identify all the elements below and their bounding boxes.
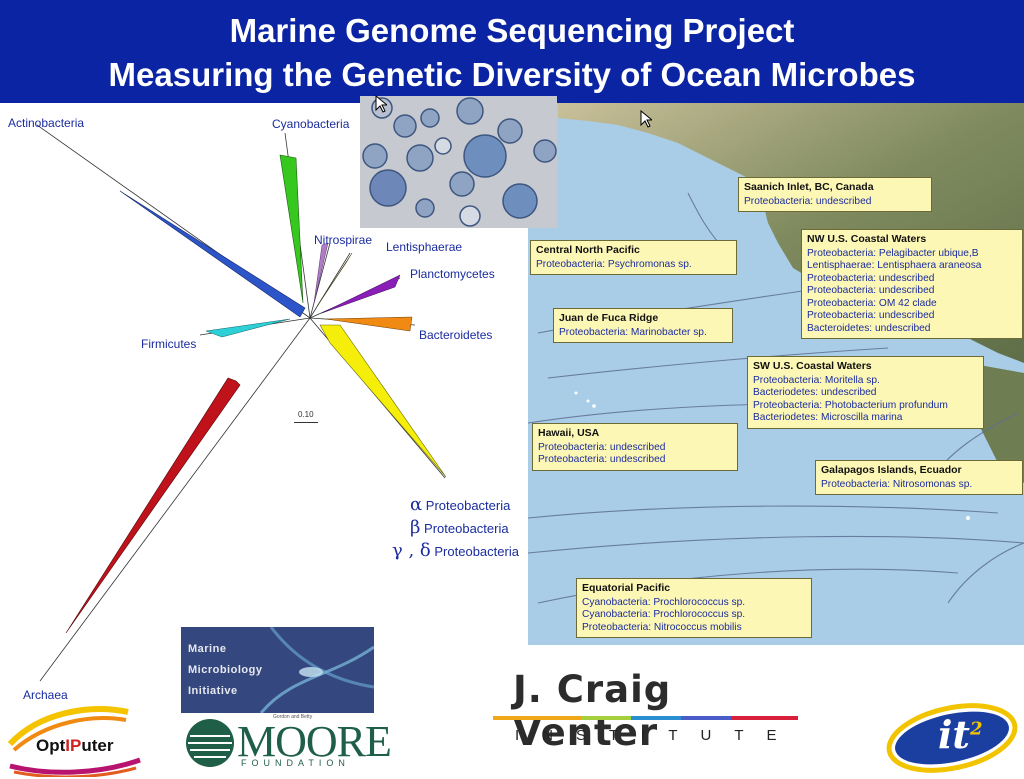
label-actinobacteria: Actinobacteria [8,116,85,130]
callout-galapagos: Galapagos Islands, Ecuador Proteobacteri… [815,460,1023,495]
label-gamma-delta-proteobacteria: γ , δ Proteobacteria [392,540,519,561]
scale-bar [294,422,318,423]
title-banner: Marine Genome Sequencing Project Measuri… [0,0,1024,103]
cursor-icon-2 [640,110,652,128]
it2-wordmark: it2 [938,712,983,757]
it2-logo: it2 [882,698,1022,774]
dna-helix-graphic [181,627,374,713]
clade-cyanobacteria [279,154,304,304]
callout-saanich-inlet: Saanich Inlet, BC, Canada Proteobacteria… [738,177,932,212]
moore-foundation-logo: Gordon and Betty MOORE FOUNDATION [181,714,392,770]
label-nitrospirae: Nitrospirae [314,233,373,247]
callout-equatorial-pacific: Equatorial Pacific Cyanobacteria: Prochl… [576,578,812,638]
optiputer-logo: OptIPuter [0,700,150,777]
mmi-line-2: Microbiology [188,664,263,676]
clade-firmicutes [205,318,291,338]
branch-nitrospirae-stem [309,242,331,319]
clade-lentisphaerae [317,252,353,306]
moore-foundation-text: FOUNDATION [241,758,350,768]
cursor-icon [375,95,387,113]
callout-sw-us-coastal: SW U.S. Coastal Waters Proteobacteria: M… [747,356,984,429]
phylogenetic-tree [36,124,447,682]
title-line-2: Measuring the Genetic Diversity of Ocean… [108,56,916,93]
mmi-line-1: Marine [188,643,227,655]
callout-central-north-pacific: Central North Pacific Proteobacteria: Ps… [530,240,737,275]
moore-small-text: Gordon and Betty [273,714,313,720]
microbe-micrograph [360,96,557,228]
micrograph-cells [360,96,557,228]
label-firmicutes: Firmicutes [141,337,197,351]
callout-hawaii: Hawaii, USA Proteobacteria: undescribed … [532,423,738,471]
optiputer-wordmark: OptIPuter [36,736,114,755]
moore-wordmark: MOORE [237,717,392,766]
clade-bacteroidetes [325,316,413,332]
optiputer-swoosh-icon [7,706,141,777]
moore-emblem-icon [186,719,234,767]
ocean-map: Saanich Inlet, BC, Canada Proteobacteria… [528,103,1024,645]
label-planctomycetes: Planctomycetes [410,267,495,281]
label-beta-proteobacteria: β Proteobacteria [410,517,509,538]
jcvi-color-bar [493,716,798,720]
marine-microbiology-initiative-logo: Marine Microbiology Initiative [181,627,374,713]
jcvi-logo: J. Craig Venter INSTITUTE [493,668,798,758]
callout-nw-us-coastal: NW U.S. Coastal Waters Proteobacteria: P… [801,229,1023,339]
clade-nitrospirae [313,242,329,304]
mmi-line-3: Initiative [188,685,238,697]
label-bacteroidetes: Bacteroidetes [419,328,493,342]
callout-juan-de-fuca: Juan de Fuca Ridge Proteobacteria: Marin… [553,308,733,343]
clade-archaea [65,377,241,634]
jcvi-institute-text: INSTITUTE [515,727,800,744]
clade-actinobacteria [119,190,306,318]
branch-lentisphaerae-stem [309,252,351,319]
clade-planctomycetes [321,274,401,314]
it2-emblem-icon [886,703,1018,773]
title-line-1: Marine Genome Sequencing Project [229,12,795,49]
branch-archaea-stem [39,317,311,682]
label-lentisphaerae: Lentisphaerae [386,240,463,254]
label-alpha-proteobacteria: α Proteobacteria [410,494,511,515]
clade-proteobacteria [319,324,447,478]
scale-label: 0.10 [298,410,314,419]
label-cyanobacteria: Cyanobacteria [272,117,350,131]
label-archaea: Archaea [23,688,68,702]
